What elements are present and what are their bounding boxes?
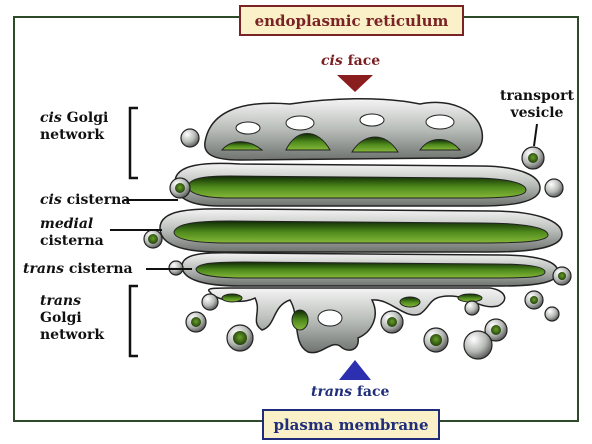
trans-cisterna-shape bbox=[182, 253, 558, 286]
trans-golgi-network-label: trans Golgi network bbox=[40, 293, 104, 344]
trans-golgi-network-shape bbox=[209, 288, 505, 353]
er-title-box: endoplasmic reticulum bbox=[239, 5, 464, 36]
cis-face-arrow bbox=[337, 75, 373, 92]
cis-golgi-network-label: cis Golgi network bbox=[40, 110, 108, 144]
cis-face-label: cis face bbox=[321, 53, 380, 70]
medial-cisterna-shape bbox=[160, 209, 562, 252]
trans-cisterna-label: trans cisterna bbox=[23, 261, 133, 278]
trans-face-label: trans face bbox=[311, 384, 389, 401]
trans-face-arrow bbox=[339, 360, 371, 380]
transport-vesicle-leader bbox=[534, 124, 537, 146]
cis-golgi-network-shape bbox=[205, 99, 483, 160]
trans-golgi-network-bracket bbox=[130, 286, 138, 356]
plasma-membrane-title: plasma membrane bbox=[273, 416, 428, 434]
cis-golgi-network-bracket bbox=[130, 108, 138, 178]
plasma-membrane-title-box: plasma membrane bbox=[262, 409, 440, 440]
cis-cisterna-shape bbox=[175, 163, 540, 206]
transport-vesicle-label: transport vesicle bbox=[500, 88, 574, 122]
er-title: endoplasmic reticulum bbox=[255, 12, 449, 30]
medial-cisterna-label: medial cisterna bbox=[40, 216, 104, 250]
cis-cisterna-label: cis cisterna bbox=[40, 192, 130, 209]
